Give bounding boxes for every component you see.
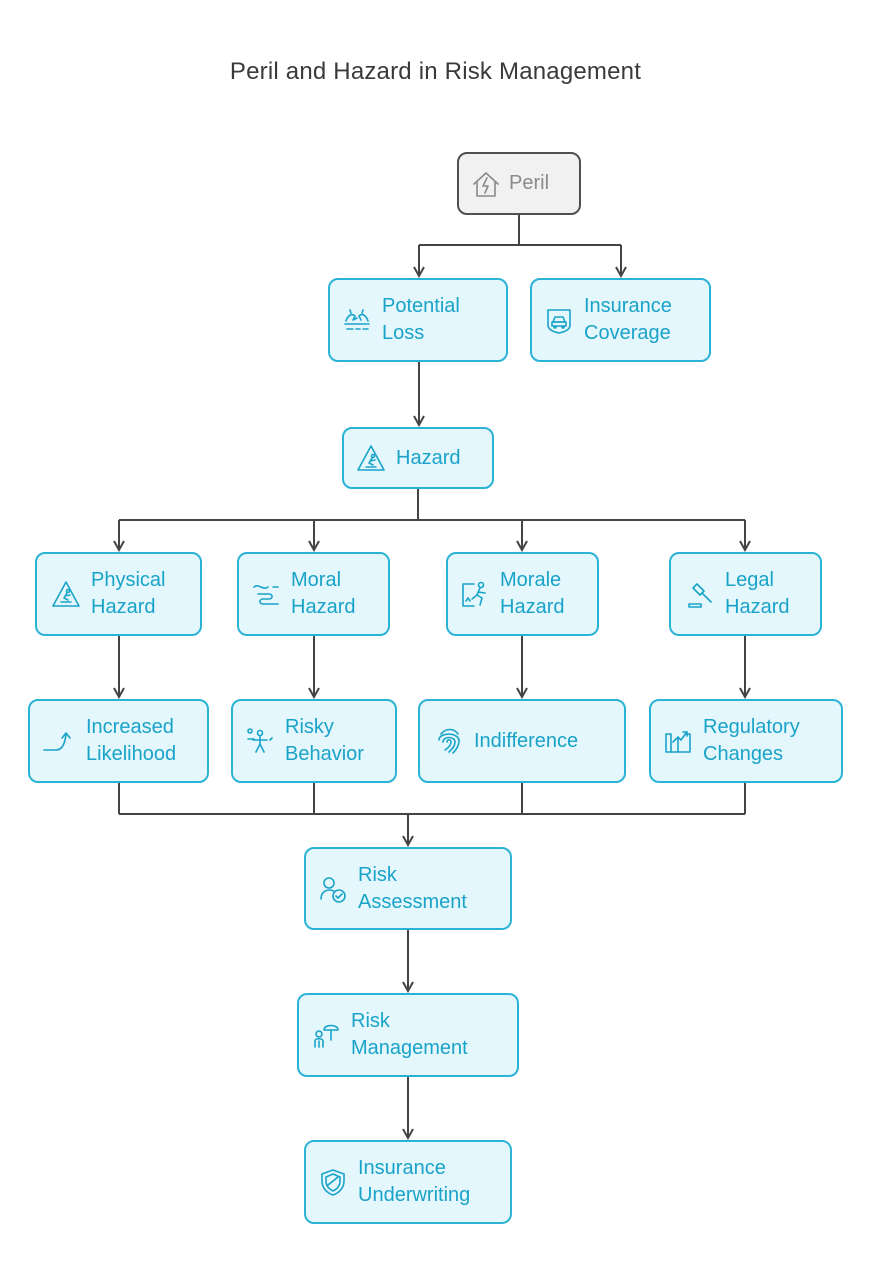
node-risky-behavior-line2: Behavior [285, 743, 364, 765]
node-insurance-underwriting-line2: Underwriting [358, 1184, 471, 1206]
diagram-title: Peril and Hazard in Risk Management [229, 58, 642, 85]
node-increased-likelihood-line2: Likelihood [86, 743, 177, 765]
node-insurance-coverage-line1: Insurance [584, 295, 672, 317]
node-risk-assessment-line1: Risk [358, 863, 397, 886]
node-legal-hazard-line2: Hazard [725, 596, 790, 618]
node-moral-hazard-line2: Hazard [291, 596, 356, 618]
umbrella-person-icon [311, 1020, 341, 1050]
gavel-icon [685, 579, 715, 609]
node-moral-hazard: Moral Hazard [237, 552, 390, 636]
node-insurance-coverage: Insurance Coverage [530, 278, 711, 362]
edge-effects-merge [118, 783, 746, 815]
node-risk-management-line1: Risk [351, 1010, 390, 1032]
node-risk-management-line2: Management [351, 1037, 468, 1059]
node-risk-management: Risk Management [297, 993, 519, 1077]
node-regulatory-changes-line2: Changes [703, 743, 784, 765]
node-morale-hazard-line2: Hazard [500, 596, 565, 618]
node-increased-likelihood: Increased Likelihood [28, 699, 209, 783]
node-physical-hazard-line2: Hazard [91, 596, 156, 618]
wavy-path-icon [251, 579, 281, 609]
edge-peril-branch [419, 215, 621, 246]
person-check-icon [318, 874, 348, 904]
node-regulatory-changes: Regulatory Changes [649, 699, 843, 783]
book-trend-icon [663, 726, 693, 756]
warning-triangle-icon [356, 443, 386, 473]
node-morale-hazard-line1: Morale [500, 569, 562, 591]
node-insurance-underwriting: Insurance Underwriting [304, 1140, 512, 1224]
node-hazard: Hazard [342, 427, 494, 489]
node-insurance-coverage-line2: Coverage [584, 322, 671, 344]
node-potential-loss: Potential Loss [328, 278, 508, 362]
node-insurance-underwriting-line1: Insurance [358, 1157, 446, 1179]
node-potential-loss-line1: Potential [382, 295, 460, 317]
node-peril: Peril [457, 152, 581, 215]
node-risk-assessment-line2: Assessment [358, 890, 467, 913]
node-peril-label: Peril [509, 172, 550, 194]
node-moral-hazard-line1: Moral [291, 569, 342, 591]
node-risky-behavior: Risky Behavior [231, 699, 397, 783]
node-regulatory-changes-line1: Regulatory [703, 716, 800, 738]
edge-hazard-branch [119, 489, 745, 521]
curve-arrow-up-icon [42, 726, 72, 756]
person-falling-icon [460, 579, 490, 609]
node-risky-behavior-line1: Risky [285, 716, 334, 738]
slip-warning-icon [51, 579, 81, 609]
node-increased-likelihood-line1: Increased [86, 716, 174, 738]
node-risk-assessment: Risk Assessment [304, 847, 512, 930]
node-morale-hazard: Morale Hazard [446, 552, 599, 636]
node-physical-hazard: Physical Hazard [35, 552, 202, 636]
node-physical-hazard-line1: Physical [91, 569, 166, 591]
node-potential-loss-line2: Loss [382, 322, 425, 344]
broken-bridge-icon [342, 305, 372, 335]
car-shield-icon [544, 305, 574, 335]
juggling-person-icon [245, 726, 275, 756]
node-indifference: Indifference [418, 699, 626, 783]
fingerprint-icon [434, 726, 464, 756]
node-legal-hazard: Legal Hazard [669, 552, 822, 636]
node-indifference-label: Indifference [474, 729, 579, 752]
lightning-house-icon [471, 169, 501, 199]
node-hazard-label: Hazard [396, 446, 461, 469]
node-legal-hazard-line1: Legal [725, 569, 774, 591]
shield-icon [318, 1167, 348, 1197]
